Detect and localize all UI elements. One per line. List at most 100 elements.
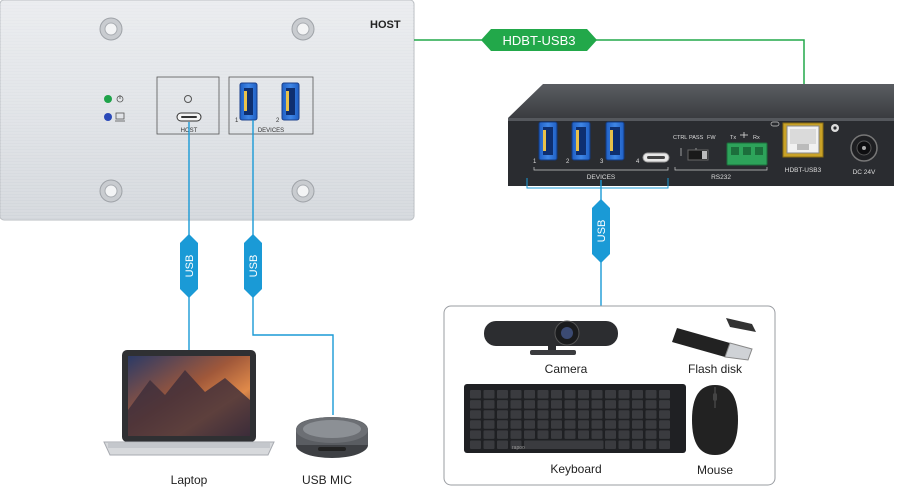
keyboard-key: [591, 410, 603, 419]
keyboard-key: [551, 410, 562, 419]
keyboard-key: [659, 440, 670, 449]
keyboard-key: [483, 440, 495, 449]
extender-usb-a-port-2[interactable]: [571, 121, 591, 161]
screw-icon: [291, 17, 315, 41]
hdbt-label-badge: [481, 29, 597, 51]
keyboard-key: [659, 420, 670, 429]
keyboard-spacebar: [524, 440, 604, 449]
keyboard-key: [605, 440, 616, 449]
keyboard-key: [497, 420, 508, 429]
extender-usb-a-port-3[interactable]: [605, 121, 625, 161]
keyboard-key: [618, 390, 630, 399]
usb-cable-badge: [244, 234, 262, 298]
camera-label: Camera: [545, 362, 588, 376]
keyboard-key: [659, 400, 670, 409]
keyboard-key: [551, 390, 562, 399]
rx-label: Rx: [753, 135, 760, 141]
screw-icon: [99, 179, 123, 203]
keyboard-key: [551, 400, 562, 409]
host-indicator-icon: [184, 95, 192, 103]
usb-a-port-2[interactable]: [281, 82, 300, 121]
usb-cable-label-laptop: USB: [184, 255, 196, 278]
hdbt-extender: 1 2 3 4 DEVICES CTRL PASS FW Tx Rx RS232: [508, 84, 894, 186]
keyboard-key: [645, 420, 657, 429]
extender-devices-label: DEVICES: [587, 174, 616, 181]
keyboard-key: [497, 410, 508, 419]
keyboard-key: [632, 430, 643, 439]
devices-port-frame: [228, 76, 314, 135]
extender-usb-a-port-1[interactable]: [538, 121, 558, 161]
camera-icon: [484, 320, 618, 355]
usb-a-port-1[interactable]: [239, 82, 258, 121]
keyboard-key: [578, 400, 589, 409]
usb-mic-label: USB MIC: [302, 473, 352, 487]
mouse-icon: [692, 385, 738, 455]
dc-power-jack[interactable]: [850, 134, 878, 162]
keyboard-key: [659, 410, 670, 419]
settings-gear-icon: [831, 124, 839, 132]
keyboard-key: [497, 440, 508, 449]
keyboard-key: [659, 390, 670, 399]
mode-dip-switch[interactable]: [687, 149, 709, 161]
keyboard-key: [618, 430, 630, 439]
usb-cable-label-devices: USB: [596, 220, 608, 243]
keyboard-key: [632, 390, 643, 399]
keyboard-key: [470, 430, 481, 439]
usb-c-host-port[interactable]: [176, 112, 202, 122]
keyboard-key: [564, 420, 576, 429]
keyboard-key: [524, 430, 535, 439]
keyboard-key: [524, 420, 535, 429]
keyboard-key: [497, 390, 508, 399]
keyboard-key: [659, 430, 670, 439]
rs232-terminal-block[interactable]: [726, 142, 768, 166]
usb-cable-mic: USB: [244, 120, 334, 415]
fw-label: FW: [707, 135, 716, 141]
keyboard-key: [537, 390, 549, 399]
keyboard-key: [551, 420, 562, 429]
keyboard-key: [645, 430, 657, 439]
keyboard-key: [605, 390, 616, 399]
keyboard-key: [605, 400, 616, 409]
laptop-label: Laptop: [171, 473, 208, 487]
screw-icon: [291, 179, 315, 203]
keyboard-key: [510, 410, 522, 419]
peripheral-devices-box: Camera Flash disk rapoo Keyboard Mouse: [443, 305, 776, 486]
rj45-hdbt-port[interactable]: [782, 122, 824, 158]
wall-devices-label: DEVICES: [258, 128, 284, 134]
usb-mic-icon: [296, 417, 368, 458]
power-symbol-icon: [116, 95, 124, 103]
keyboard-key: [618, 410, 630, 419]
keyboard-key: [632, 410, 643, 419]
keyboard-key: [578, 430, 589, 439]
keyboard-key: [470, 400, 481, 409]
keyboard-key: [551, 430, 562, 439]
keyboard-key: [632, 420, 643, 429]
keyboard-key: [470, 440, 481, 449]
keyboard-key: [470, 410, 481, 419]
dc-label: DC 24V: [853, 169, 876, 176]
flash-disk-label: Flash disk: [688, 362, 743, 376]
extender-usb-c-port-4[interactable]: [642, 152, 670, 163]
computer-symbol-icon: [115, 112, 125, 122]
wall-port-number-1: 1: [235, 118, 239, 124]
keyboard-key: [510, 440, 522, 449]
keyboard-key: [470, 420, 481, 429]
keyboard-key: [605, 420, 616, 429]
keyboard-key: [605, 410, 616, 419]
keyboard-key: [483, 420, 495, 429]
keyboard-key: [537, 420, 549, 429]
keyboard-key: [564, 430, 576, 439]
keyboard-key: [605, 430, 616, 439]
ground-symbol-icon: [740, 132, 748, 138]
keyboard-key: [645, 390, 657, 399]
extender-port-number-1: 1: [533, 159, 537, 165]
keyboard-key: [618, 400, 630, 409]
keyboard-key: [510, 420, 522, 429]
keyboard-key: [483, 390, 495, 399]
mouse-label: Mouse: [697, 463, 733, 477]
wall-plate-host-title: HOST: [370, 19, 401, 31]
keyboard-key: [564, 390, 576, 399]
keyboard-key: [510, 390, 522, 399]
hdbt-link: HDBT-USB3: [414, 29, 805, 118]
